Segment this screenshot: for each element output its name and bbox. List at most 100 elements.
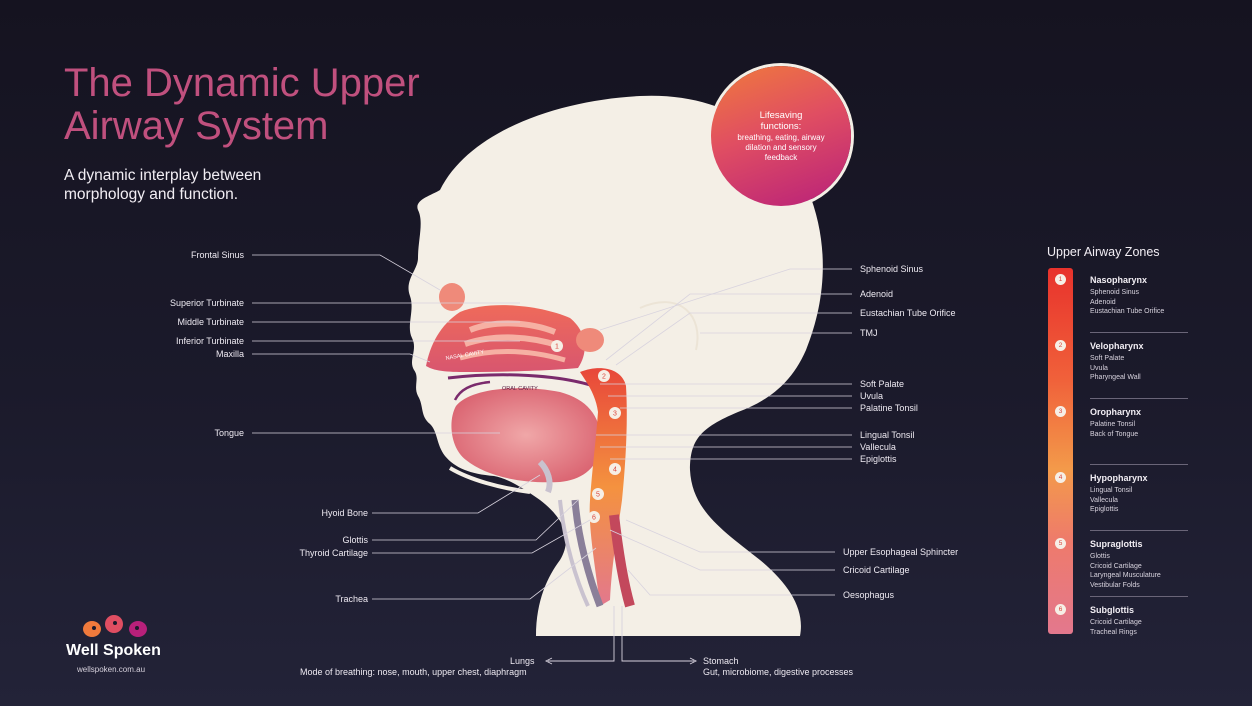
- label-tmj: TMJ: [860, 328, 878, 338]
- page-subtitle: A dynamic interplay between morphology a…: [64, 166, 324, 204]
- left-leader-lines: [252, 254, 597, 600]
- zone-marker-5-label: 5: [596, 492, 600, 499]
- zone-divider: [1090, 332, 1188, 333]
- tongue: [451, 388, 601, 483]
- frontal-sinus: [439, 283, 465, 311]
- zone-part: Uvula: [1090, 364, 1108, 372]
- label-adenoid: Adenoid: [860, 289, 894, 299]
- well-spoken-logo-icon: [83, 615, 147, 637]
- zone-name: Velopharynx: [1090, 341, 1144, 351]
- zone-marker-6-label: 6: [592, 515, 596, 522]
- label-palatine-tonsil: Palatine Tonsil: [860, 403, 918, 413]
- zone-name: Supraglottis: [1090, 539, 1143, 549]
- label-superior-turbinate: Superior Turbinate: [169, 298, 244, 308]
- zone-number-2: 2: [1055, 340, 1066, 351]
- zones-gradient-bar: [1048, 268, 1073, 634]
- label-maxilla: Maxilla: [215, 349, 244, 359]
- title-line-2: Airway System: [64, 104, 329, 148]
- zone-part: Glottis: [1090, 553, 1110, 560]
- zone-part: Tracheal Rings: [1090, 628, 1137, 636]
- zone-marker-2: [598, 370, 610, 382]
- label-stomach: Stomach: [703, 656, 739, 666]
- zone-nasopharynx: Nasopharynx Sphenoid Sinus Adenoid Eusta…: [1090, 274, 1188, 317]
- label-vallecula: Vallecula: [860, 442, 896, 452]
- zone-part: Cricoid Cartilage: [1090, 562, 1142, 570]
- zone-part: Soft Palate: [1090, 355, 1125, 362]
- label-trachea: Trachea: [335, 594, 368, 604]
- zone-name: Subglottis: [1090, 605, 1134, 615]
- hyoid-bone: [537, 459, 553, 494]
- zone-velopharynx: Velopharynx Soft Palate Uvula Pharyngeal…: [1090, 340, 1188, 383]
- zone-part: Epiglottis: [1090, 506, 1119, 513]
- label-tongue: Tongue: [214, 428, 244, 438]
- zone-part: Vestibular Folds: [1090, 581, 1140, 589]
- zone-marker-2-label: 2: [602, 374, 606, 381]
- label-lungs: Lungs: [510, 656, 535, 666]
- zone-marker-5: [592, 488, 604, 500]
- label-sphenoid-sinus: Sphenoid Sinus: [860, 264, 924, 274]
- zone-number-1: 1: [1055, 274, 1066, 285]
- bubble-body: breathing, eating, airway dilation and s…: [737, 132, 825, 162]
- label-cricoid-cartilage: Cricoid Cartilage: [843, 565, 910, 575]
- lifesaving-functions-bubble: Lifesaving functions: breathing, eating,…: [711, 66, 851, 206]
- zone-part: Cricoid Cartilage: [1090, 619, 1142, 626]
- trachea: [571, 499, 604, 608]
- zone-part: Pharyngeal Wall: [1090, 374, 1141, 381]
- label-lingual-tonsil: Lingual Tonsil: [860, 430, 915, 440]
- label-thyroid-cartilage: Thyroid Cartilage: [299, 548, 368, 558]
- zone-divider: [1090, 464, 1188, 465]
- subtitle-line-2: morphology and function.: [64, 186, 239, 203]
- label-soft-palate: Soft Palate: [860, 379, 905, 389]
- head-silhouette: [408, 95, 823, 636]
- lungs-description: Mode of breathing: nose, mouth, upper ch…: [300, 667, 527, 677]
- label-glottis: Glottis: [342, 535, 368, 545]
- zone-part: Vallecula: [1090, 496, 1118, 504]
- zone-number-5: 5: [1055, 538, 1066, 549]
- zone-divider: [1090, 596, 1188, 597]
- zone-part: Adenoid: [1090, 298, 1116, 306]
- zone-part: Laryngeal Musculature: [1090, 572, 1161, 579]
- label-hyoid-bone: Hyoid Bone: [321, 508, 368, 518]
- label-eustachian-tube-orifice: Eustachian Tube Orifice: [860, 308, 956, 318]
- oesophagus: [609, 514, 635, 608]
- zone-oropharynx: Oropharynx Palatine Tonsil Back of Tongu…: [1090, 406, 1188, 439]
- label-frontal-sinus: Frontal Sinus: [190, 250, 244, 260]
- zone-part: Sphenoid Sinus: [1090, 289, 1140, 296]
- zone-divider: [1090, 530, 1188, 531]
- zone-name: Hypopharynx: [1090, 473, 1148, 483]
- sphenoid-sinus: [576, 328, 604, 352]
- label-oesophagus: Oesophagus: [843, 590, 895, 600]
- zone-marker-4-label: 4: [613, 467, 617, 474]
- zone-number-3: 3: [1055, 406, 1066, 417]
- title-line-1: The Dynamic Upper: [64, 61, 420, 105]
- zone-markers: 1 2 3 4 5 6: [551, 340, 621, 523]
- zone-divider: [1090, 398, 1188, 399]
- right-leader-lines: [596, 268, 852, 596]
- page-title: The Dynamic Upper Airway System: [64, 62, 484, 148]
- zone-marker-3: [609, 407, 621, 419]
- zone-name: Oropharynx: [1090, 407, 1142, 417]
- zones-title: Upper Airway Zones: [1047, 245, 1160, 259]
- zone-marker-3-label: 3: [613, 411, 617, 418]
- zone-hypopharynx: Hypopharynx Lingual Tonsil Vallecula Epi…: [1090, 472, 1188, 515]
- label-uvula: Uvula: [860, 391, 884, 401]
- zone-number-6: 6: [1055, 604, 1066, 615]
- oral-cavity-label: ORAL CAVITY: [502, 386, 538, 392]
- zone-marker-4: [609, 463, 621, 475]
- stomach-description: Gut, microbiome, digestive processes: [703, 667, 854, 677]
- zone-part: Lingual Tonsil: [1090, 487, 1133, 494]
- zone-name: Nasopharynx: [1090, 275, 1148, 285]
- zone-subglottis: Subglottis Cricoid Cartilage Tracheal Ri…: [1090, 604, 1188, 637]
- label-middle-turbinate: Middle Turbinate: [177, 317, 244, 327]
- brand-url: wellspoken.com.au: [77, 665, 146, 674]
- label-inferior-turbinate: Inferior Turbinate: [175, 336, 244, 346]
- label-upper-esophageal-sphincter: Upper Esophageal Sphincter: [843, 547, 959, 557]
- label-epiglottis: Epiglottis: [860, 454, 897, 464]
- zone-marker-1-label: 1: [555, 344, 559, 351]
- zone-part: Back of Tongue: [1090, 430, 1139, 438]
- zone-marker-6: [588, 511, 600, 523]
- zone-number-4: 4: [1055, 472, 1066, 483]
- bubble-heading-2: functions:: [760, 120, 802, 132]
- zone-supraglottis: Supraglottis Glottis Cricoid Cartilage L…: [1090, 538, 1188, 590]
